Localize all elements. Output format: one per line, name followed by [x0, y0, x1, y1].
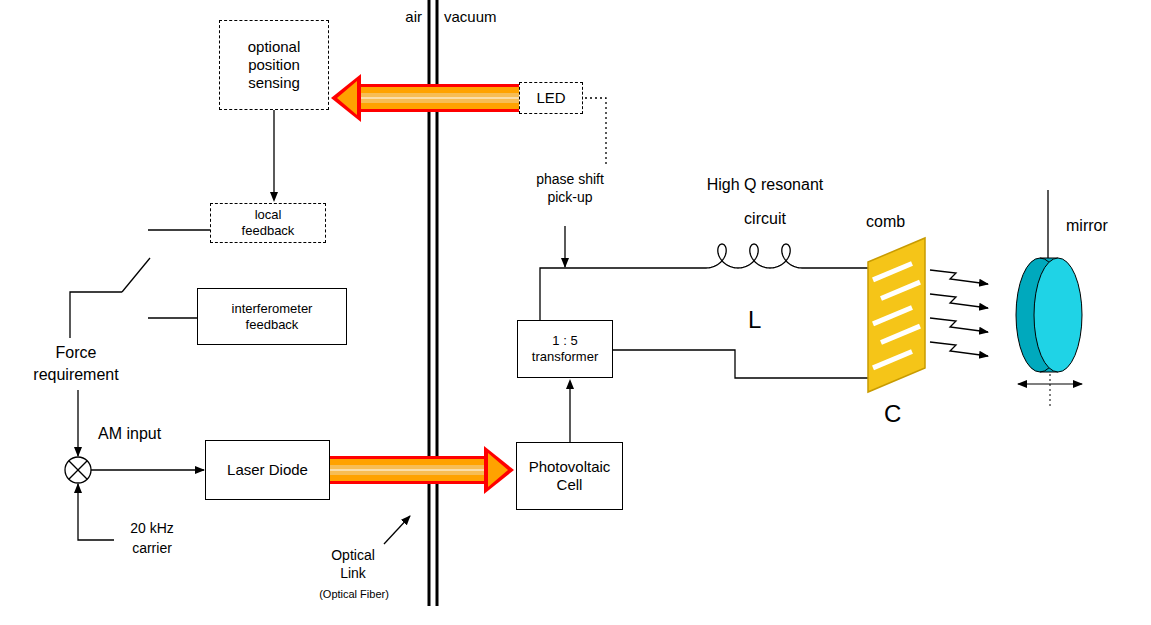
- diagram-label: AM input: [98, 424, 161, 443]
- diagram-label: air: [378, 8, 422, 26]
- force-zigzag: [930, 342, 988, 356]
- diagram-label: mirror: [1066, 216, 1108, 235]
- beam-head-inner: [337, 81, 357, 115]
- box-text: LED: [536, 89, 565, 107]
- drawing-stroke: [78, 484, 114, 540]
- beam-head-inner: [488, 453, 508, 487]
- diagram-label: phase shift pick-up: [520, 170, 620, 206]
- process-box: 1 : 5 transformer: [517, 320, 613, 378]
- signal-wires: [70, 230, 410, 544]
- diagram-label: Optical Link: [318, 546, 388, 582]
- drawing-stroke: [69, 461, 87, 479]
- process-box: Laser Diode: [205, 440, 330, 500]
- drawing-stroke: [77, 390, 78, 456]
- comb-slot: [881, 326, 920, 342]
- beam-head: [484, 446, 514, 494]
- drawing-stroke: [868, 238, 925, 392]
- arrow-head: [566, 379, 574, 389]
- force-arrows: [930, 270, 988, 356]
- force-zigzag: [930, 318, 988, 332]
- comb-slot: [873, 308, 912, 324]
- drawing-stroke: [65, 457, 91, 483]
- drawing-stroke: [91, 469, 204, 470]
- beam-band: [330, 456, 484, 484]
- diagram-label: (Optical Fiber): [306, 588, 402, 601]
- comb-slot: [873, 264, 912, 280]
- drawing-stroke: [148, 229, 210, 230]
- diagram-label: C: [884, 400, 901, 429]
- drawing-stroke: [1050, 374, 1051, 408]
- drawing-stroke: [873, 264, 920, 368]
- drawing-stroke: [585, 98, 606, 165]
- beam-band: [330, 465, 484, 475]
- signal-arrow: [566, 379, 574, 442]
- diagram-label: vacuum: [444, 8, 497, 26]
- beam-band: [361, 84, 519, 112]
- box-text: Photovoltaic Cell: [523, 458, 616, 494]
- drawing-stroke: [612, 350, 868, 378]
- beam-band: [361, 97, 519, 98]
- comb-slot: [881, 282, 920, 298]
- mixer-symbol: [65, 457, 91, 483]
- diagram-label: comb: [866, 212, 905, 231]
- diagram-label: L: [748, 306, 761, 335]
- drawing-stroke: [802, 267, 868, 268]
- arrow-line: [569, 389, 570, 442]
- box-text: interferometer feedback: [212, 301, 332, 332]
- comb-capacitor: [868, 238, 925, 392]
- box-text: 1 : 5 transformer: [524, 333, 606, 364]
- box-text: local feedback: [233, 207, 303, 238]
- inductor-coil: [706, 244, 802, 268]
- drawing-stroke: [564, 226, 565, 267]
- box-text: optional position sensing: [226, 38, 322, 92]
- optical-beam-arrow: [330, 446, 514, 494]
- beam-band: [330, 469, 484, 470]
- beam-band: [330, 459, 484, 481]
- arrow-head: [270, 192, 278, 202]
- drawing-stroke: [70, 292, 122, 338]
- force-zigzag: [930, 294, 988, 308]
- dashed-box: optional position sensing: [219, 20, 329, 110]
- optical-beam-arrow: [331, 74, 519, 122]
- beam-head: [331, 74, 361, 122]
- dashed-box: local feedback: [210, 203, 326, 243]
- arrow-line: [273, 110, 274, 192]
- drawing-stroke: [69, 461, 87, 479]
- diagram-label: 20 kHz carrier: [116, 518, 188, 558]
- box-text: Laser Diode: [227, 461, 308, 479]
- drawing-stroke: [540, 268, 706, 320]
- drawing-stroke: [384, 516, 410, 544]
- comb-slot: [873, 352, 912, 368]
- beam-band: [361, 93, 519, 103]
- diagram-label: Force requirement: [14, 342, 138, 386]
- signal-arrow: [270, 110, 278, 202]
- drawing-stroke: [1047, 190, 1048, 260]
- process-box: Photovoltaic Cell: [516, 442, 623, 510]
- drawing-stroke: [148, 317, 197, 318]
- force-zigzag: [930, 270, 988, 284]
- drawing-stroke: [122, 258, 150, 292]
- beam-band: [361, 87, 519, 109]
- process-box: interferometer feedback: [197, 288, 347, 345]
- dashed-box: LED: [519, 82, 583, 114]
- drawing-stroke: [1034, 258, 1082, 372]
- diagram-label: High Q resonant circuit: [688, 168, 842, 236]
